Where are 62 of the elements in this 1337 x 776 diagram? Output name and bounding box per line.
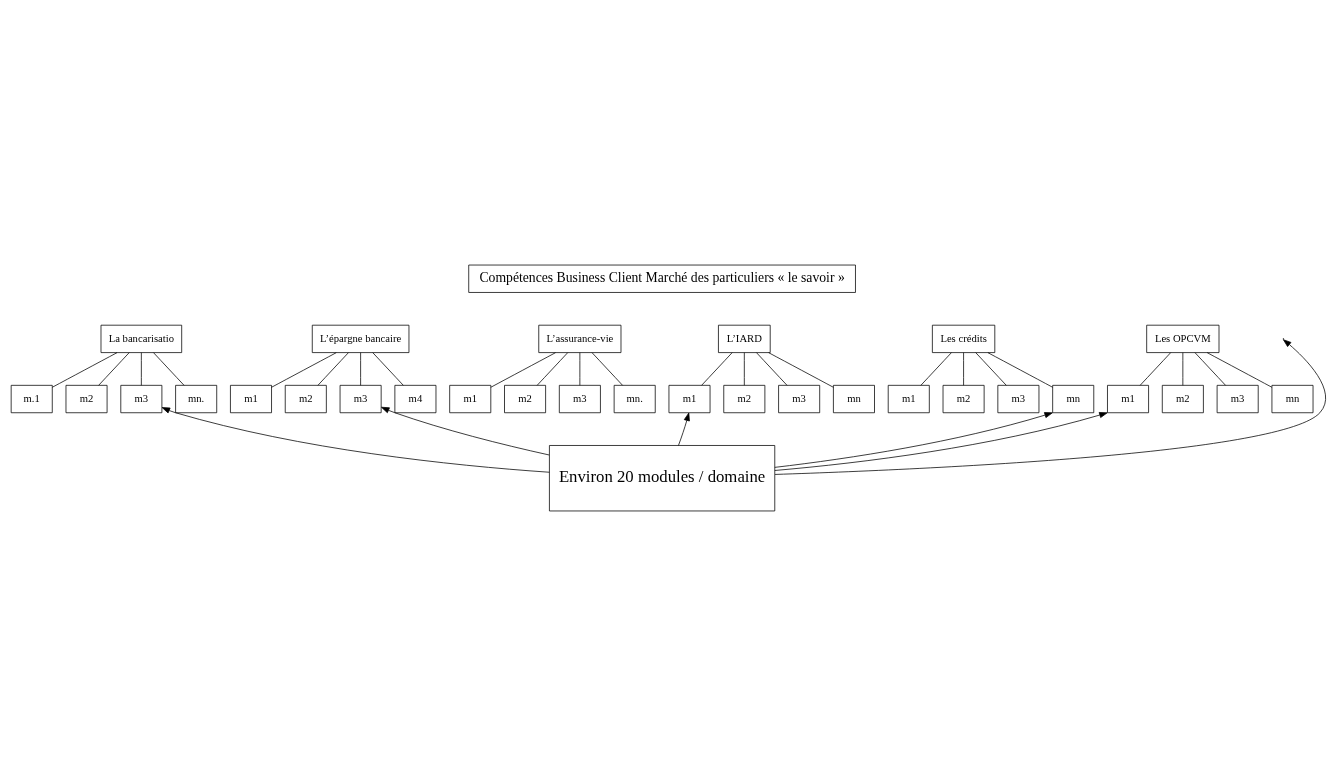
connector bbox=[756, 352, 788, 386]
node-box: L’assurance-vie bbox=[538, 324, 622, 353]
connector bbox=[987, 352, 1054, 388]
node-box: m4 bbox=[394, 384, 437, 414]
arrow bbox=[678, 412, 690, 446]
node-box: m3 bbox=[558, 384, 601, 414]
node-box: m1 bbox=[230, 384, 272, 414]
connector bbox=[975, 352, 1007, 386]
connector bbox=[317, 352, 349, 386]
node-box: m3 bbox=[339, 384, 382, 414]
connector bbox=[963, 352, 964, 386]
node-box: mn. bbox=[175, 384, 218, 414]
arrow bbox=[774, 339, 1326, 475]
connector bbox=[51, 352, 118, 388]
connector bbox=[372, 352, 404, 386]
node-box: m.1 bbox=[10, 384, 53, 414]
connector bbox=[768, 352, 834, 388]
connector bbox=[490, 352, 556, 388]
connector bbox=[701, 352, 733, 386]
node-box: m2 bbox=[942, 384, 985, 414]
node-box: m3 bbox=[1216, 384, 1259, 414]
connector bbox=[360, 352, 361, 386]
node-box: m2 bbox=[723, 384, 766, 414]
node-box: L’IARD bbox=[718, 324, 771, 353]
connector bbox=[579, 352, 581, 386]
node-box: L’épargne bancaire bbox=[311, 324, 410, 353]
node-box: m2 bbox=[284, 384, 327, 414]
node-box: mn bbox=[1271, 384, 1314, 414]
connector bbox=[153, 352, 185, 386]
connector bbox=[920, 352, 952, 386]
node-box: Environ 20 modules / domaine bbox=[549, 445, 776, 512]
node-box: m1 bbox=[887, 384, 930, 414]
node-box: m1 bbox=[1107, 384, 1149, 414]
connector bbox=[1194, 352, 1226, 386]
connector bbox=[1206, 352, 1273, 388]
node-box: mn bbox=[1052, 384, 1095, 414]
node-box: mn. bbox=[613, 384, 656, 414]
connector bbox=[743, 352, 745, 386]
node-box: m3 bbox=[997, 384, 1040, 414]
connector bbox=[271, 352, 337, 388]
node-box: Compétences Business Client Marché des particuliers « le savoir » bbox=[468, 264, 856, 293]
connector bbox=[98, 352, 130, 386]
connector bbox=[140, 352, 142, 386]
node-box: m1 bbox=[668, 384, 711, 414]
arrow bbox=[381, 406, 550, 456]
node-box: m2 bbox=[504, 384, 546, 414]
node-box: Les OPCVM bbox=[1146, 324, 1220, 353]
arrow bbox=[774, 412, 1053, 468]
node-box: m2 bbox=[65, 384, 108, 414]
node-box: mn bbox=[833, 384, 875, 414]
arrow bbox=[774, 412, 1108, 471]
arrow bbox=[161, 407, 550, 473]
node-box: m2 bbox=[1161, 384, 1204, 414]
connector bbox=[1182, 352, 1184, 386]
node-box: m1 bbox=[449, 384, 492, 414]
node-box: La bancarisatio bbox=[100, 324, 183, 353]
node-box: Les crédits bbox=[932, 324, 996, 353]
connector bbox=[536, 352, 569, 386]
node-box: m3 bbox=[778, 384, 821, 414]
node-box: m3 bbox=[120, 384, 163, 414]
connector bbox=[591, 352, 623, 386]
connector bbox=[1139, 352, 1172, 386]
